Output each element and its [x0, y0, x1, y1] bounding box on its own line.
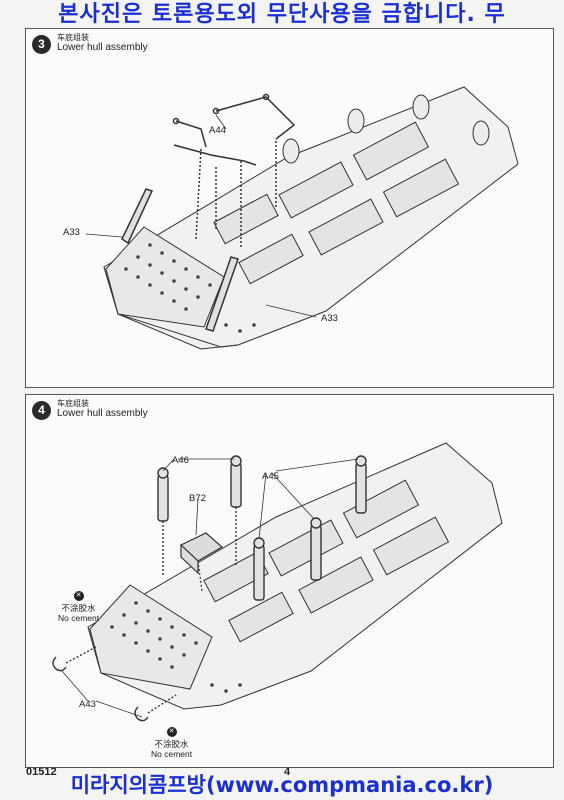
step-title-cn: 车底组装: [57, 33, 89, 42]
step-number-badge: 4: [32, 401, 51, 420]
product-code: 01512: [26, 766, 57, 778]
watermark-bottom: 미라지의콤프방(www.compmania.co.kr): [70, 773, 494, 797]
no-cement-cn: 不涂胶水: [61, 603, 96, 613]
rivet-pattern: [124, 243, 256, 333]
part-b72-box: [179, 532, 224, 592]
part-a43-hooks: [52, 646, 177, 722]
no-cement-cn: 不涂胶水: [154, 739, 189, 749]
page-number: 4: [284, 766, 291, 778]
no-glue-icon: ✕: [73, 591, 84, 601]
step-title-en: Lower hull assembly: [57, 408, 148, 419]
label-a33-bottom: A33: [321, 313, 338, 324]
torsion-cylinders: [282, 94, 490, 164]
part-a44-arms: [172, 93, 296, 247]
label-b72: B72: [189, 493, 206, 504]
label-a44: A44: [209, 125, 226, 136]
no-cement-en: No cement: [151, 749, 193, 759]
step-4-panel: 4 车底组装 Lower hull assembly: [25, 394, 554, 768]
watermark-top: 본사진은 토론용도외 무단사용을 금합니다. 무: [58, 2, 506, 27]
part-a33-rods: [121, 188, 239, 332]
suspension-units: [213, 121, 460, 285]
step-3-panel: 3 车底组装 Lower hull assembly: [25, 28, 554, 388]
step-title-en: Lower hull assembly: [57, 42, 148, 53]
step-number-badge: 3: [32, 35, 51, 54]
part-a45-shocks: [253, 455, 367, 601]
no-cement-note: ✕ 不涂胶水 No cement: [151, 727, 192, 759]
no-glue-icon: ✕: [166, 727, 177, 737]
label-a43: A43: [79, 699, 96, 710]
leader-lines: [61, 458, 359, 718]
step-title-cn: 车底组装: [57, 399, 89, 408]
rivet-pattern: [110, 601, 242, 693]
hull-assembly-drawing-4: [52, 442, 503, 722]
part-a46-shocks: [157, 455, 242, 575]
no-cement-en: No cement: [58, 613, 100, 623]
front-plate: [105, 226, 225, 328]
suspension-units: [203, 479, 450, 643]
label-a33-left: A33: [63, 227, 80, 238]
label-a46: A46: [172, 455, 189, 466]
front-plate: [89, 584, 213, 690]
hull-assembly-drawing-3: [85, 86, 519, 350]
no-cement-note: ✕ 不涂胶水 No cement: [58, 591, 99, 623]
label-a45: A45: [262, 471, 279, 482]
